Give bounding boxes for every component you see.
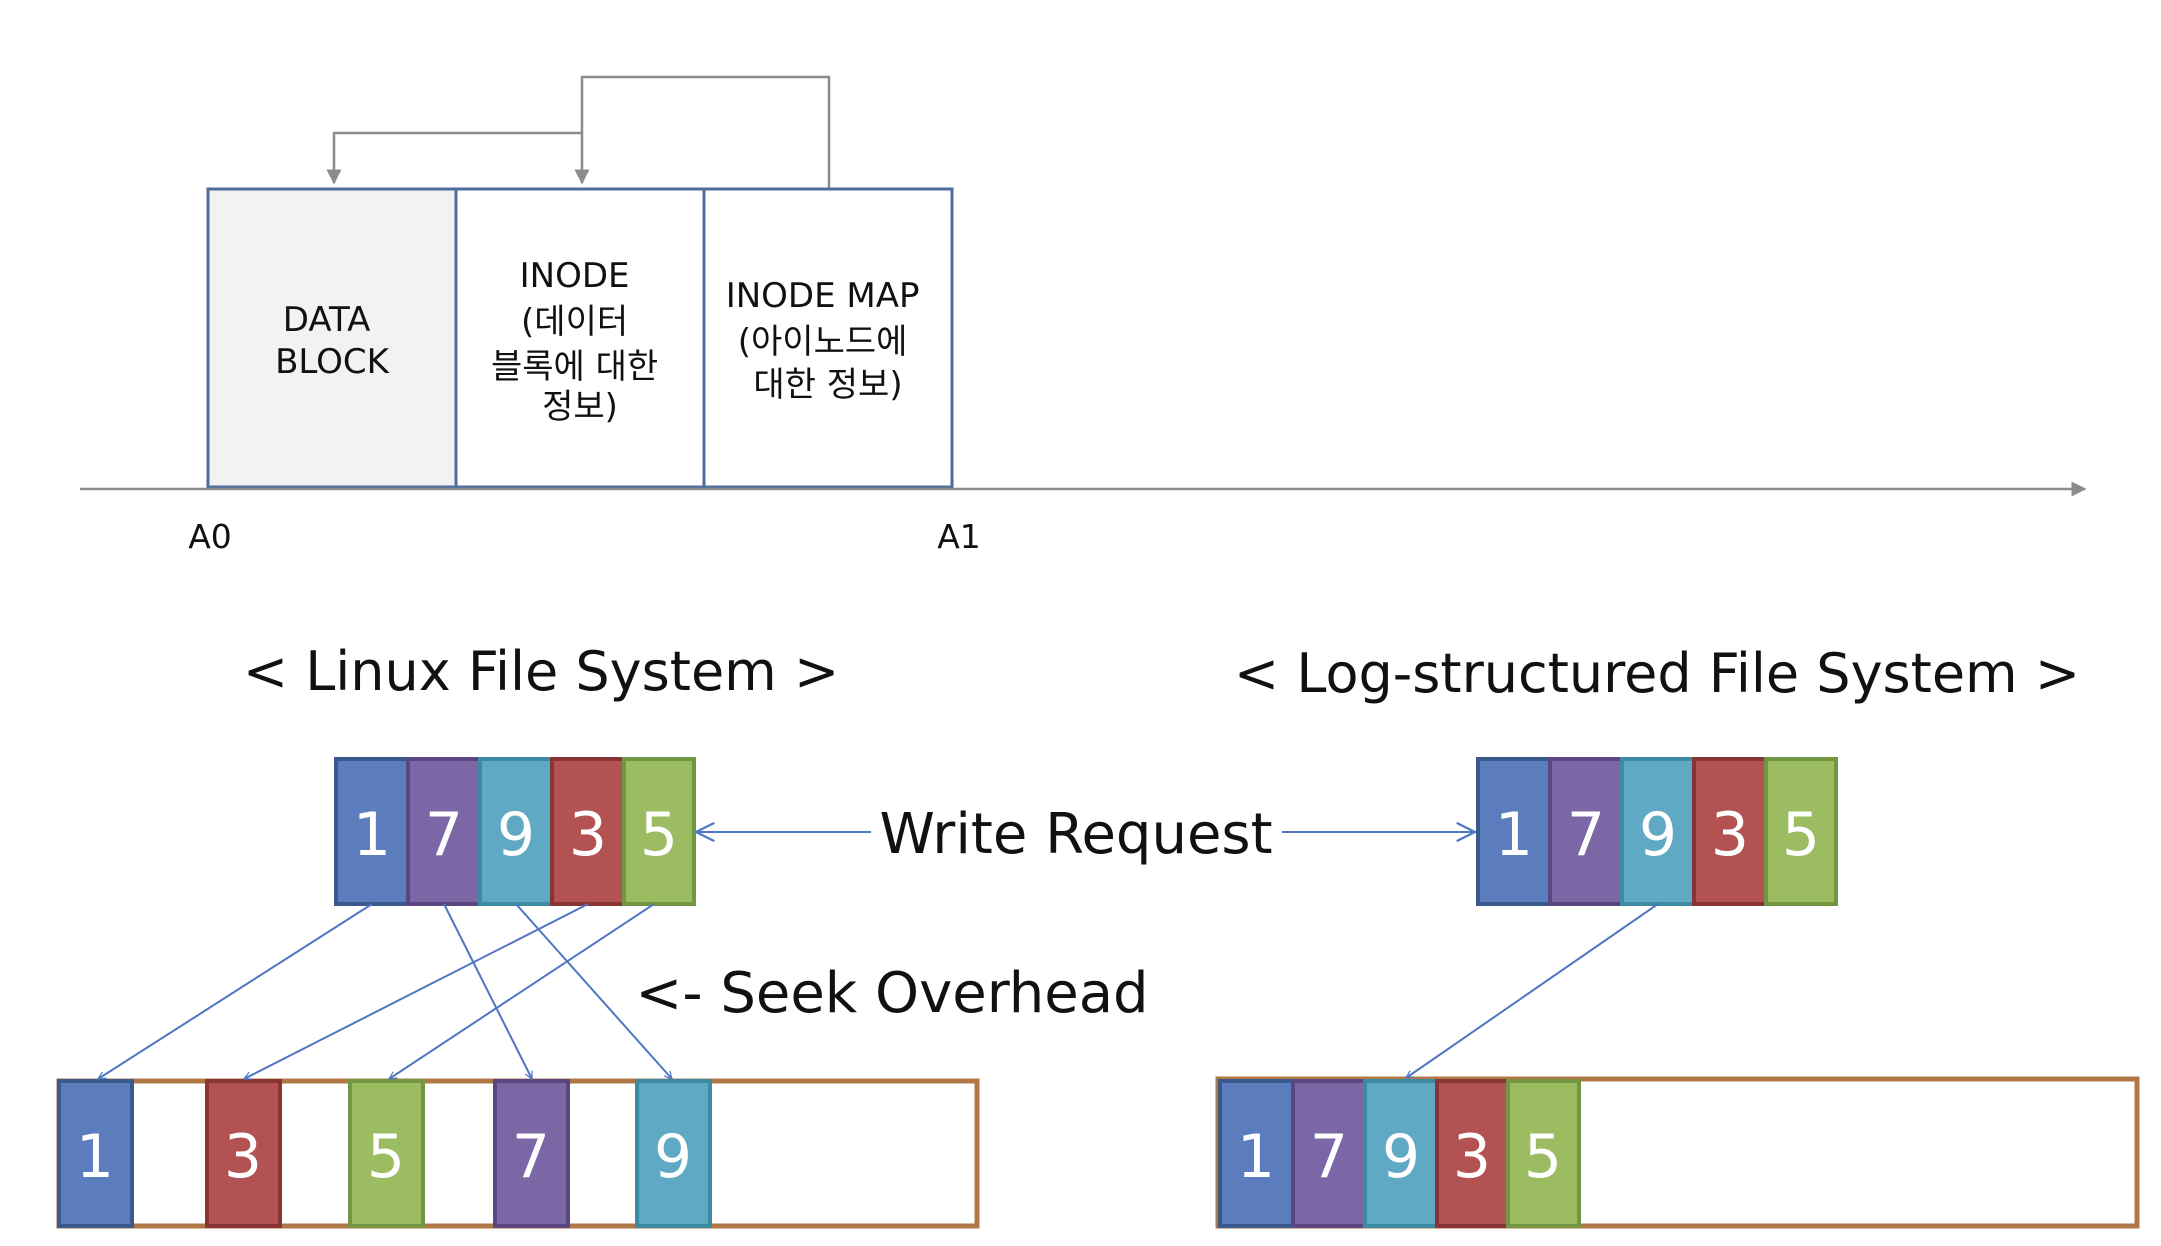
linux-request-number: 5: [640, 800, 678, 870]
log-disk-block: [1506, 1079, 1581, 1228]
inode-region: [454, 187, 706, 489]
inodemap-to-inode-arrow: [574, 75, 831, 188]
write-request-label: Write Request: [879, 802, 1272, 867]
log-request-block: [1764, 757, 1838, 906]
seek-arrow: [389, 903, 655, 1080]
sequential-write-arrow: [1406, 903, 1659, 1079]
seek-arrow: [98, 903, 373, 1080]
linux-disk-block: [348, 1079, 425, 1228]
linux-request-number: 3: [569, 800, 607, 870]
linux-disk-number: 3: [224, 1122, 262, 1192]
linux-request-block: [406, 757, 482, 906]
log-request-number: 9: [1639, 800, 1677, 870]
data-block-region: [206, 187, 458, 489]
log-disk-block: [1435, 1079, 1510, 1228]
log-request-number: 5: [1782, 800, 1820, 870]
linux-request-number: 9: [497, 800, 535, 870]
seek-overhead-label: <- Seek Overhead: [635, 961, 1148, 1026]
log-disk-number: 5: [1524, 1122, 1562, 1192]
log-disk-number: 7: [1310, 1122, 1348, 1192]
linux-disk-number: 9: [654, 1122, 692, 1192]
linux-disk: 1 3 5 7 9: [56, 1078, 980, 1229]
log-disk-block: [1291, 1079, 1367, 1228]
linux-seek-arrows: [98, 903, 672, 1080]
log-disk-number: 1: [1237, 1122, 1275, 1192]
log-request-number: 1: [1495, 800, 1533, 870]
top-layout: DATA BLOCK INODE (데이터 블록에 대한 정보) INODE M…: [80, 75, 2087, 556]
linux-disk-number: 1: [76, 1122, 114, 1192]
log-request-block: [1476, 757, 1552, 906]
inode-to-data-arrow: [326, 131, 582, 185]
linux-disk-number: 5: [367, 1122, 405, 1192]
seek-arrow: [244, 903, 589, 1080]
axis-label-a0: A0: [188, 517, 232, 556]
linux-request-block: [622, 757, 696, 906]
linux-request-number: 7: [425, 800, 463, 870]
log-request-number: 3: [1711, 800, 1749, 870]
linux-disk-block: [493, 1079, 570, 1228]
log-disk-number: 3: [1453, 1122, 1491, 1192]
log-request-buffer: 1 7 9 3 5: [1476, 757, 1838, 906]
linux-disk-number: 7: [512, 1122, 550, 1192]
linux-fs-title: < Linux File System >: [243, 640, 839, 703]
linux-request-buffer: 1 7 9 3 5: [334, 757, 696, 906]
log-disk: 1 7 9 3 5: [1215, 1076, 2140, 1229]
inode-map-region: [702, 187, 954, 489]
linux-disk-block: [635, 1079, 712, 1228]
inode-map-label: INODE MAP (아이노드에 대한 정보): [726, 276, 931, 405]
axis-label-a1: A1: [937, 517, 981, 556]
linux-disk-block: [57, 1079, 134, 1228]
linux-disk-block: [205, 1079, 282, 1228]
log-fs-title: < Log-structured File System >: [1234, 642, 2080, 705]
log-disk-number: 9: [1382, 1122, 1420, 1192]
data-block-label: DATA BLOCK: [275, 300, 391, 382]
log-disk-block: [1363, 1079, 1439, 1228]
log-request-number: 7: [1567, 800, 1605, 870]
linux-request-number: 1: [353, 800, 391, 870]
linux-request-block: [334, 757, 410, 906]
seek-arrow: [515, 903, 672, 1079]
inode-label: INODE (데이터 블록에 대한 정보): [491, 256, 669, 427]
seek-arrow: [443, 903, 533, 1079]
